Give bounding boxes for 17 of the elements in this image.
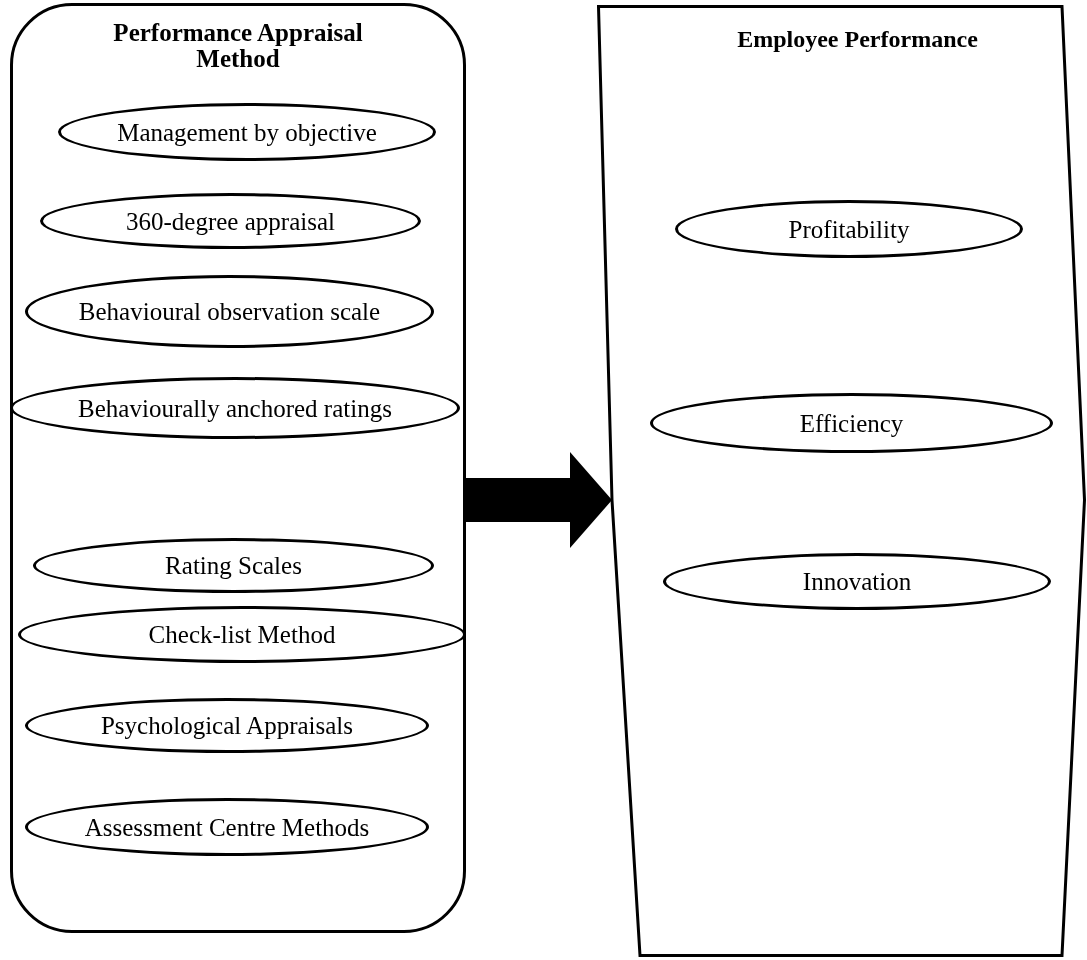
node-label: Behaviourally anchored ratings — [78, 395, 392, 421]
node-label: Psychological Appraisals — [100, 713, 354, 738]
ellipse-node — [18, 606, 466, 663]
rounded-panel — [10, 3, 466, 933]
node-label: Rating Scales — [165, 553, 302, 578]
node-label: Innovation — [802, 569, 912, 594]
node-label: Profitability — [788, 216, 910, 242]
node-label: Behavioural observation scale — [78, 299, 381, 324]
node-label: Efficiency — [799, 410, 904, 436]
hexagon-heading: Employee Performance — [736, 27, 979, 53]
hexagon-node — [597, 5, 1086, 957]
node-label: Assessment Centre Methods — [84, 814, 370, 840]
block-arrow — [466, 452, 612, 548]
node-label: 360-degree appraisal — [126, 208, 335, 234]
panel-heading: Performance Appraisal Method — [112, 20, 364, 73]
node-label: Management by objective — [117, 119, 377, 145]
node-label: Check-list Method — [148, 622, 336, 647]
